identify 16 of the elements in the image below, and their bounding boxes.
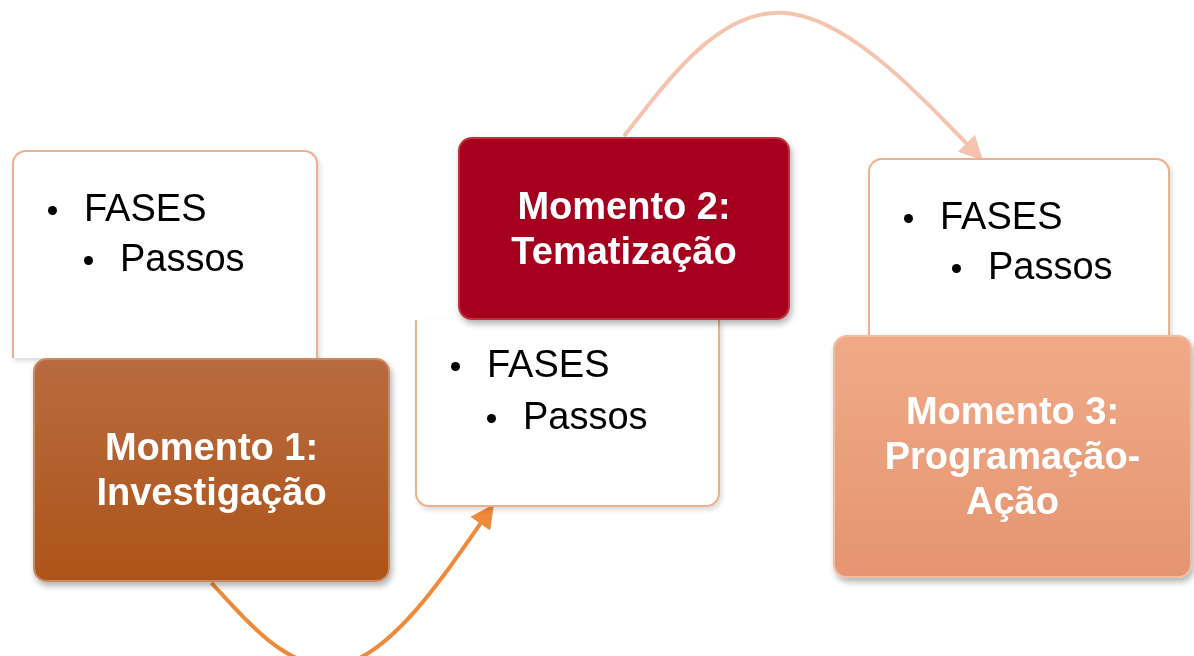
phase-label: FASES [84, 187, 207, 230]
text-card [12, 150, 318, 358]
step-label: Passos [523, 395, 648, 438]
moment-box [458, 137, 790, 320]
moment-box [833, 335, 1192, 578]
moment-title: Momento 3: Programação-Ação [883, 389, 1142, 524]
text-card [868, 158, 1170, 335]
step-label: Passos [988, 245, 1113, 288]
moment-title: Momento 1: Investigação [95, 425, 328, 515]
step-label: Passos [120, 237, 245, 280]
moment-box [33, 358, 390, 582]
moment-title: Momento 2: Tematização [510, 183, 738, 274]
phase-label: FASES [940, 195, 1063, 238]
curved-arrow [622, 10, 984, 161]
phase-label: FASES [487, 343, 610, 386]
text-card [415, 320, 720, 507]
